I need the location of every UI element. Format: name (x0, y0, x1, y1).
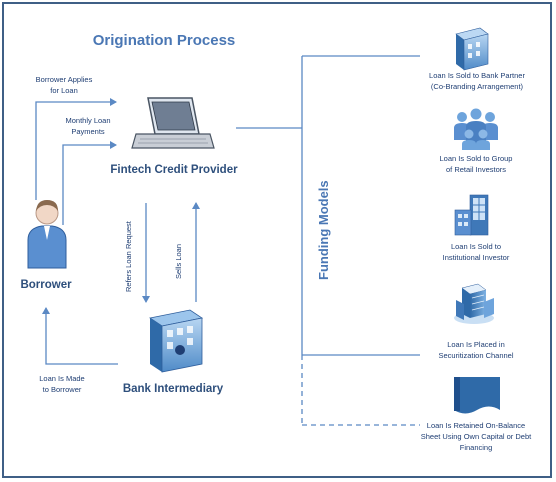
funding-models-label: Funding Models (316, 180, 331, 280)
person-icon (27, 200, 67, 269)
apply-label-2: for Loan (50, 86, 78, 95)
skyscraper-icon (454, 283, 494, 324)
document-icon (454, 377, 500, 414)
loan-made-label-1: Loan Is Made (39, 374, 84, 383)
fintech-label: Fintech Credit Provider (110, 164, 238, 176)
funding-2-line-2: of Retail Investors (446, 165, 506, 174)
payments-arrow (62, 141, 117, 225)
funding-5-line-2: Sheet Using Own Capital or Debt (421, 432, 532, 441)
borrower-label: Borrower (20, 279, 72, 291)
apply-label-1: Borrower Applies (36, 75, 93, 84)
funding-3-line-1: Loan Is Sold to (451, 242, 501, 251)
sells-label: Sells Loan (174, 244, 183, 279)
funding-4-line-2: Securitization Channel (438, 351, 513, 360)
funding-5-line-3: Financing (460, 443, 493, 452)
funding-3-line-2: Institutional Investor (443, 253, 510, 262)
bank-icon (148, 309, 204, 373)
bank-label: Bank Intermediary (123, 383, 224, 395)
funding-1-line-1: Loan Is Sold to Bank Partner (429, 71, 525, 80)
funding-4-line-1: Loan Is Placed in (447, 340, 505, 349)
payments-label-2: Payments (71, 127, 105, 136)
office-icon (454, 194, 489, 236)
funding-2-line-1: Loan Is Sold to Group (440, 154, 513, 163)
refers-label: Refers Loan Request (124, 220, 133, 292)
building-icon (455, 27, 489, 71)
apply-arrow (35, 98, 117, 200)
page-title: Origination Process (93, 32, 236, 49)
loan-made-arrow (42, 307, 118, 365)
loan-made-label-2: to Borrower (43, 385, 82, 394)
group-icon (454, 108, 498, 150)
laptop-icon (131, 97, 215, 149)
funding-1-line-2: (Co-Branding Arrangement) (431, 82, 524, 91)
funding-5-line-1: Loan Is Retained On-Balance (427, 421, 525, 430)
payments-label-1: Monthly Loan (65, 116, 110, 125)
